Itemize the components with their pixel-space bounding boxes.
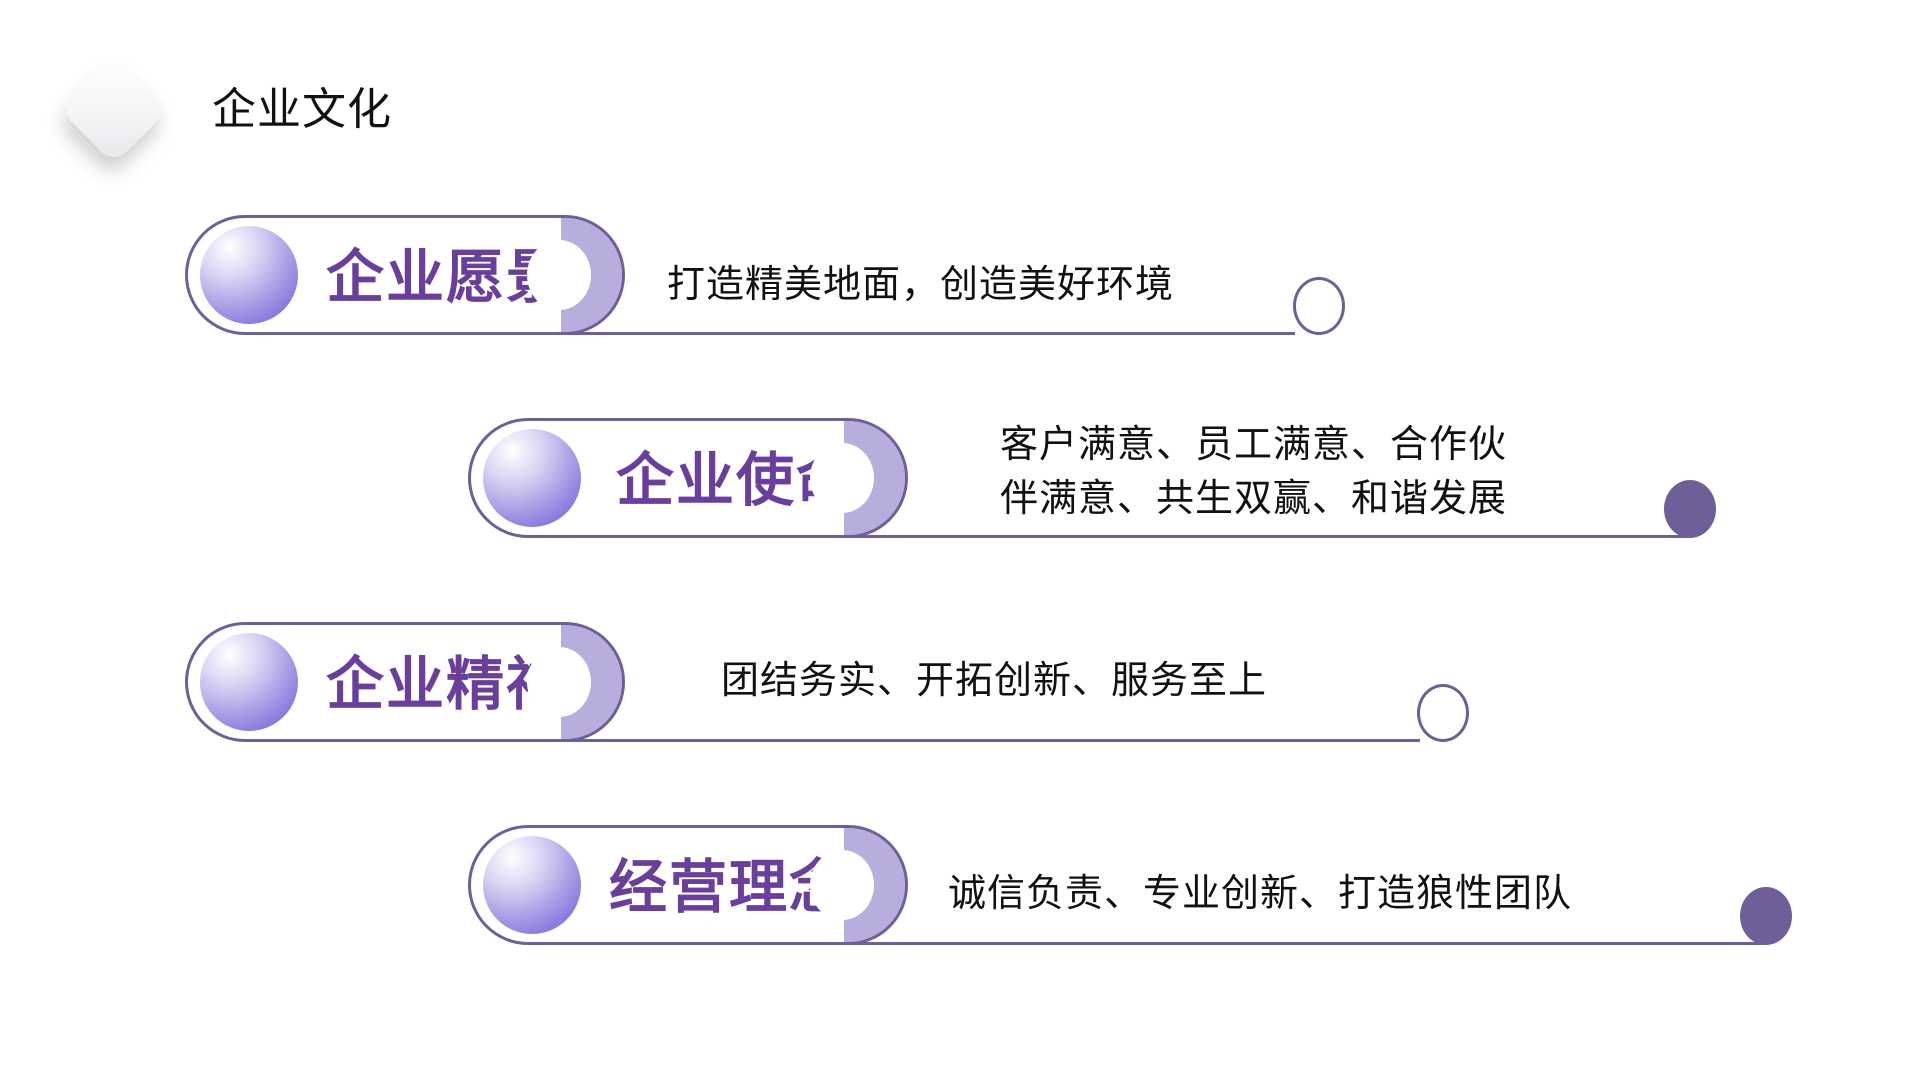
item-title: 经营理念 [609,853,850,921]
item-title: 企业精神 [326,650,567,718]
item-description: 诚信负责、专业创新、打造狼性团队 [948,871,1573,915]
culture-item-spirit: 企业精神 团结务实、开拓创新、服务至上 [185,622,1475,748]
item-underline [828,942,1763,945]
end-marker-icon [1417,684,1469,742]
item-pill: 企业使命 [468,418,908,538]
pill-cap-icon [810,828,905,942]
orb-icon [200,226,298,324]
culture-item-vision: 企业愿景 打造精美地面，创造美好环境 [185,215,1345,341]
item-pill: 企业愿景 [185,215,625,335]
item-description-line-2: 伴满意、共生双赢、和谐发展 [1000,476,1508,520]
orb-icon [200,633,298,731]
item-description: 团结务实、开拓创新、服务至上 [721,658,1268,702]
item-title: 企业愿景 [326,243,567,311]
pill-cap-icon [527,625,622,739]
culture-item-philosophy: 经营理念 诚信负责、专业创新、打造狼性团队 [468,825,1808,951]
end-marker-icon [1293,277,1345,335]
page-title: 企业文化 [212,84,392,135]
item-description: 打造精美地面，创造美好环境 [667,262,1175,306]
end-marker-icon [1664,480,1716,538]
item-pill: 企业精神 [185,622,625,742]
item-description-line-1: 客户满意、员工满意、合作伙 [1000,422,1508,466]
orb-icon [483,836,581,934]
culture-item-mission: 企业使命 客户满意、员工满意、合作伙 伴满意、共生双赢、和谐发展 [468,418,1728,544]
item-underline [545,739,1420,742]
pill-cap-icon [810,421,905,535]
item-pill: 经营理念 [468,825,908,945]
item-underline [828,535,1688,538]
item-underline [545,332,1295,335]
end-marker-icon [1740,887,1792,945]
diamond-logo-icon [58,53,170,165]
orb-icon [483,429,581,527]
pill-cap-icon [527,218,622,332]
